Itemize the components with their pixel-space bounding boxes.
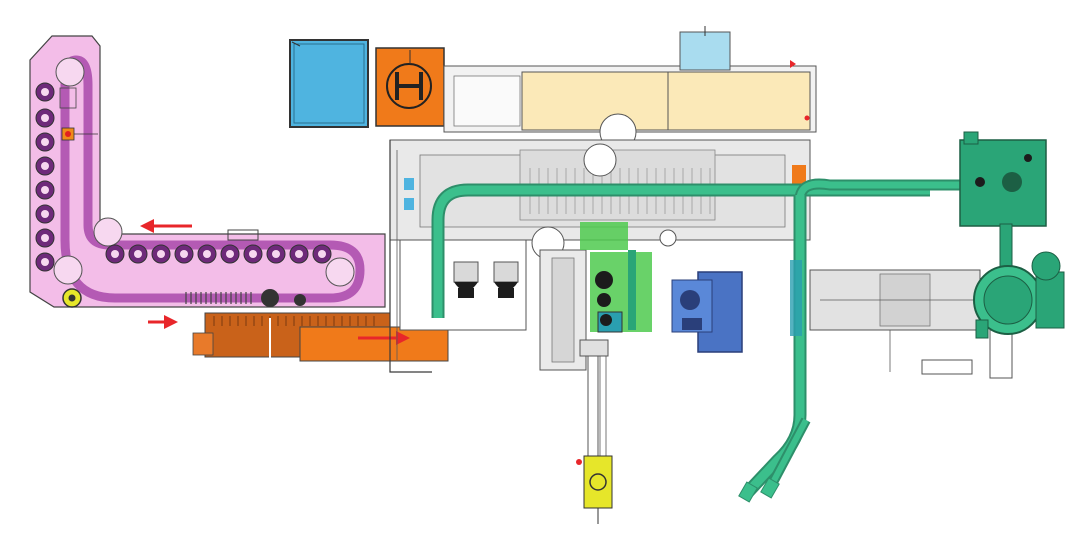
pink-motor <box>261 289 279 307</box>
pink-track-turn-right <box>325 257 355 287</box>
orange-conveyor-ribs <box>213 316 375 326</box>
green-round-machine <box>973 251 1065 339</box>
pink-pocket-hole <box>41 258 49 266</box>
right-grey-conveyor <box>809 269 1013 379</box>
pink-control-light <box>65 131 71 137</box>
pink-drive-hub <box>68 294 76 302</box>
pink-pocket-hole <box>111 250 119 258</box>
pink-track-turn-top <box>55 57 85 87</box>
pink-pocket-hole <box>318 250 326 258</box>
pink-pocket-hole <box>157 250 165 258</box>
suction-cup-left <box>453 261 479 298</box>
pink-pocket-hole <box>41 114 49 122</box>
green-conveyor <box>431 178 960 503</box>
top-blue-unit <box>289 39 369 128</box>
orange-conveyor-bright <box>299 326 449 362</box>
orange-conveyor-left-box <box>192 332 214 356</box>
flow-arrow-right-orange-icon <box>358 331 410 345</box>
pink-pocket-hole <box>41 88 49 96</box>
orange-outfeed-conveyor <box>192 312 449 362</box>
pink-pockets-horizontal <box>105 244 332 264</box>
pink-pocket-hole <box>203 250 211 258</box>
green-gripper-unit <box>959 131 1047 275</box>
top-orange-unit <box>375 47 445 127</box>
pink-pocket-hole <box>134 250 142 258</box>
pink-pocket-hole <box>41 234 49 242</box>
pink-pocket-hole <box>41 138 49 146</box>
pink-motor-2 <box>294 294 306 306</box>
pink-track-turn-mid <box>93 217 123 247</box>
pink-pocket-hole <box>41 210 49 218</box>
pink-side-bracket <box>59 87 77 109</box>
suction-cup-right <box>493 261 519 298</box>
pink-pocket-hole <box>180 250 188 258</box>
pink-pocket-hole <box>41 162 49 170</box>
pink-track-turn-low <box>53 255 83 285</box>
pink-pocket-hole <box>41 186 49 194</box>
flow-arrow-left-icon <box>140 219 192 233</box>
pink-infeed-zone <box>29 35 386 308</box>
pink-pocket-hole <box>226 250 234 258</box>
pink-pocket-hole <box>295 250 303 258</box>
pink-pockets-vertical <box>35 82 55 272</box>
pink-pocket-hole <box>272 250 280 258</box>
pink-pocket-hole <box>249 250 257 258</box>
pink-gear-strip <box>185 292 252 304</box>
blue-motor-unit <box>671 271 743 353</box>
pink-top-bracket <box>227 229 259 241</box>
flow-arrow-right-icon <box>148 315 178 329</box>
green-center-machine <box>580 222 652 333</box>
yellow-vertical-unit <box>576 339 613 524</box>
